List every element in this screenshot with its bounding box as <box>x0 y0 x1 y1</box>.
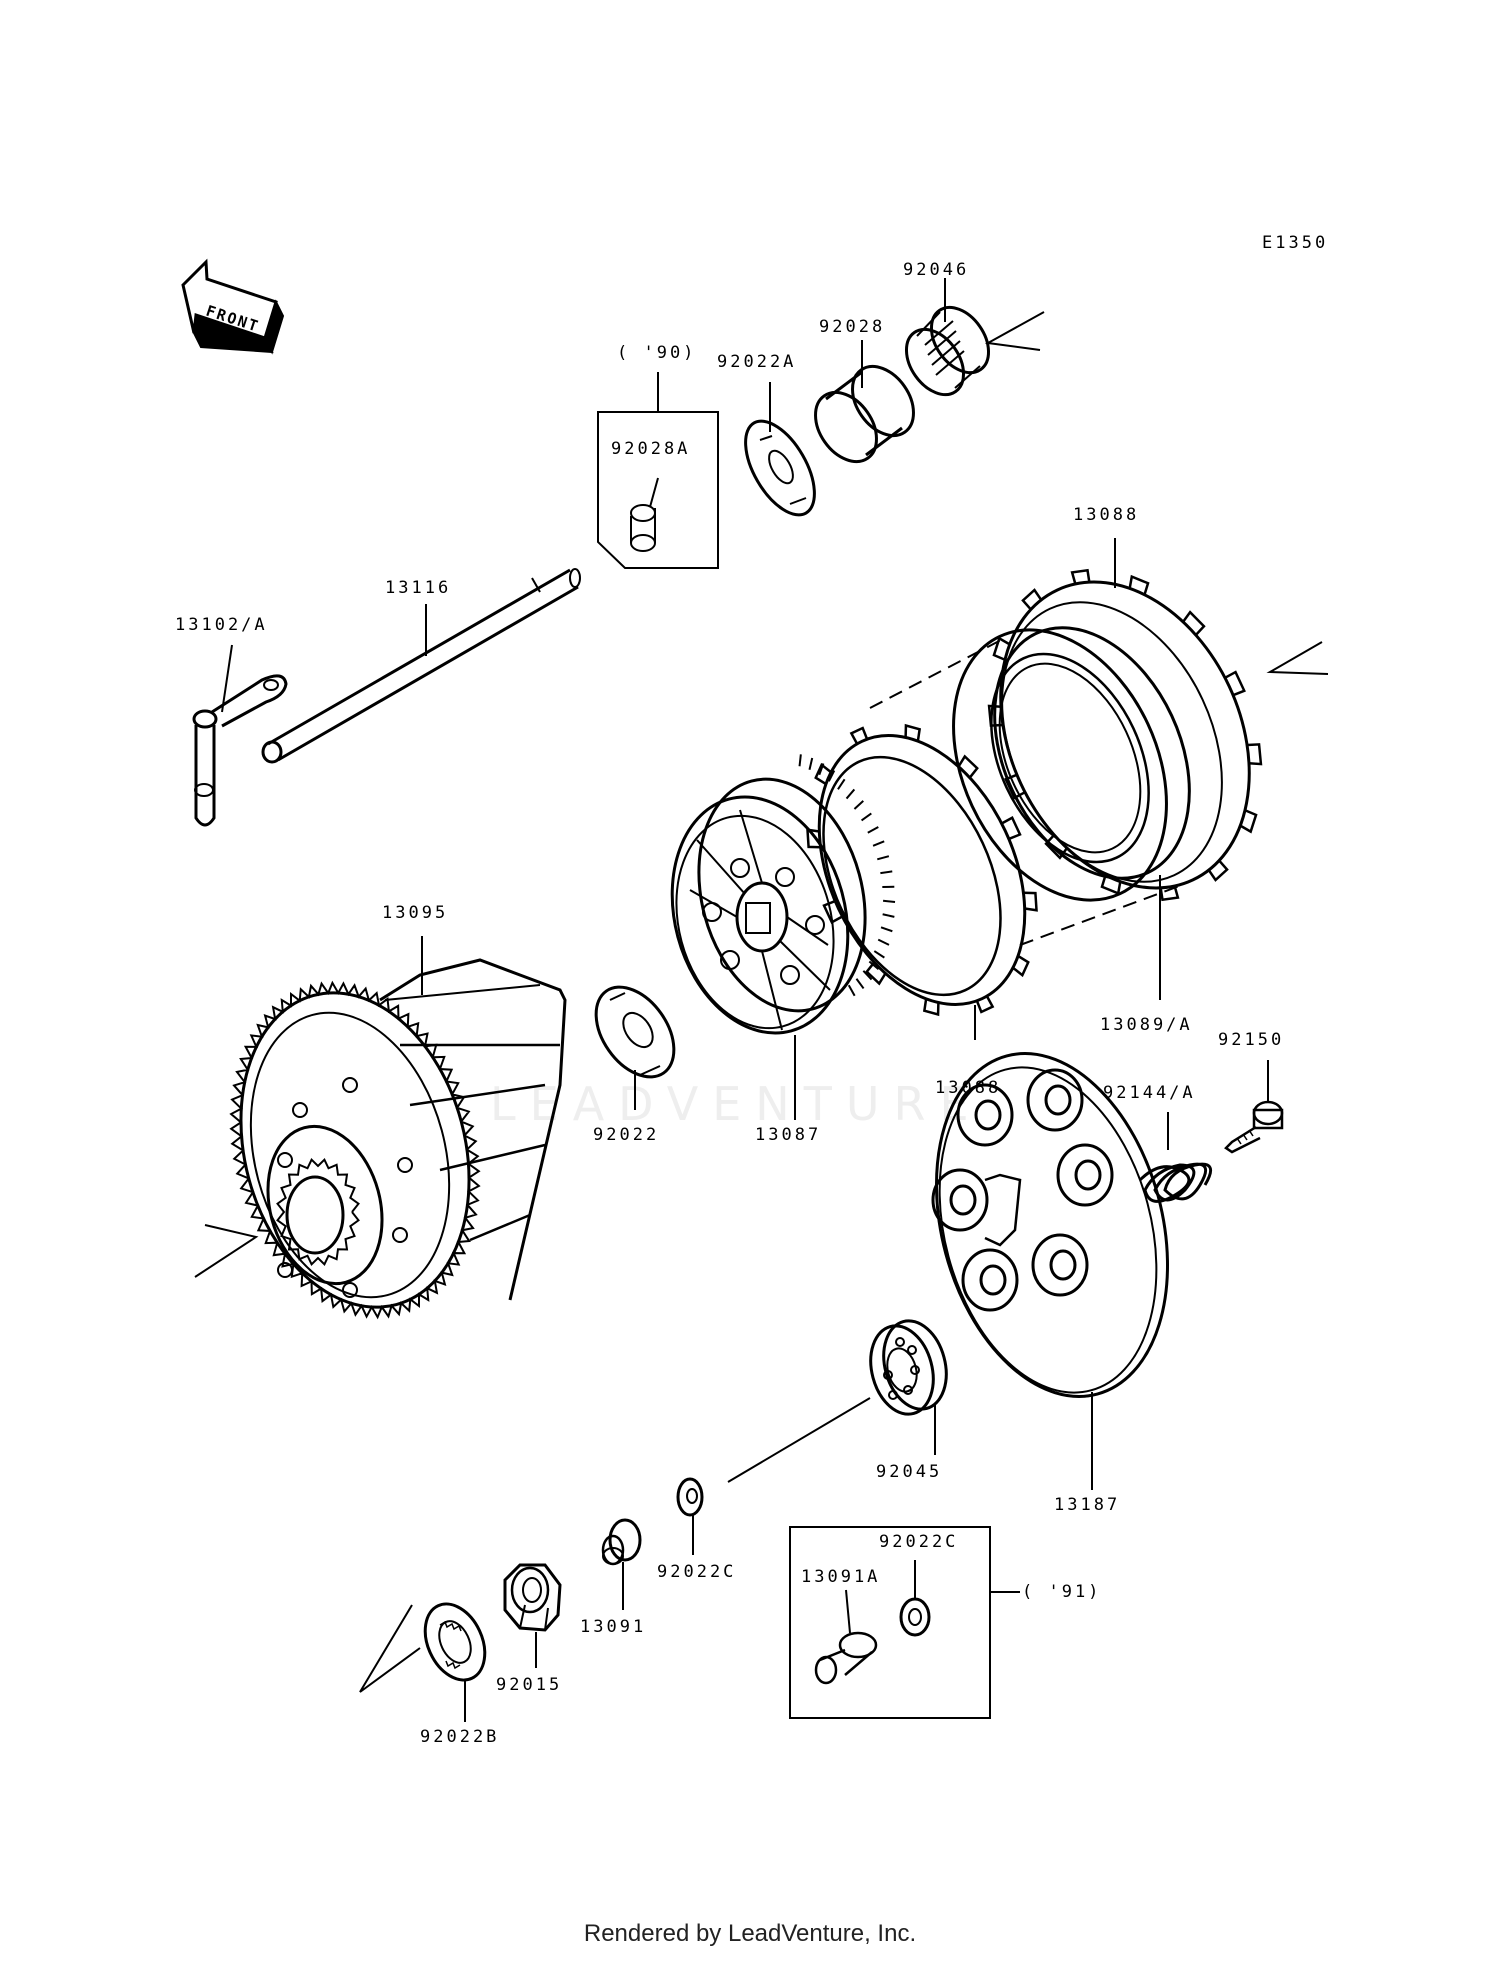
bushing-13091 <box>603 1520 640 1564</box>
label-92144A: 92144/A <box>1103 1083 1196 1103</box>
box-91 <box>790 1527 1020 1718</box>
label-13087: 13087 <box>755 1125 821 1145</box>
washer-92022C <box>678 1479 702 1515</box>
label-92028A: 92028A <box>611 439 690 459</box>
label-13187: 13187 <box>1054 1495 1120 1515</box>
label-92046: 92046 <box>903 260 969 280</box>
label-13091A: 13091A <box>801 1567 880 1587</box>
footer-credit: Rendered by LeadVenture, Inc. <box>0 1920 1500 1948</box>
label-92022A: 92022A <box>717 352 796 372</box>
clutch-plate-13088-front <box>779 702 1066 1037</box>
sleeve-92028 <box>803 355 926 473</box>
bolt-92150 <box>1226 1102 1282 1152</box>
label-13091: 13091 <box>580 1617 646 1637</box>
part-labels: 92046 92028 92022A ( '90) 92028A 13088 1… <box>175 260 1284 1747</box>
label-13088-bottom: 13088 <box>935 1078 1001 1098</box>
clutch-plate-13088-back <box>953 541 1297 928</box>
label-92150: 92150 <box>1218 1030 1284 1050</box>
diagram-code: E1350 <box>1262 233 1328 253</box>
label-92015: 92015 <box>496 1675 562 1695</box>
label-13116: 13116 <box>385 578 451 598</box>
label-13095: 13095 <box>382 903 448 923</box>
label-13089A: 13089/A <box>1100 1015 1193 1035</box>
label-92028: 92028 <box>819 317 885 337</box>
label-92022C-box: 92022C <box>879 1532 958 1552</box>
clutch-hub-13087 <box>647 754 895 1053</box>
label-92022: 92022 <box>593 1125 659 1145</box>
label-year-90: ( '90) <box>617 343 696 363</box>
front-arrow-icon: FRONT <box>183 262 283 352</box>
clutch-housing-13095 <box>207 960 565 1333</box>
needle-bearing-92046 <box>895 297 1001 406</box>
washer-92022A <box>731 410 828 526</box>
label-92022B: 92022B <box>420 1727 499 1747</box>
label-13088-top: 13088 <box>1073 505 1139 525</box>
nut-92015 <box>505 1565 560 1630</box>
label-13102A: 13102/A <box>175 615 268 635</box>
box-92028A <box>598 372 718 568</box>
label-92045: 92045 <box>876 1462 942 1482</box>
watermark: LEADVENTURE <box>490 1077 983 1131</box>
lever-13102A <box>194 645 286 825</box>
bearing-92045 <box>861 1314 955 1421</box>
lock-washer-92022B <box>414 1594 497 1689</box>
label-92022C: 92022C <box>657 1562 736 1582</box>
label-year-91: ( '91) <box>1022 1582 1101 1602</box>
